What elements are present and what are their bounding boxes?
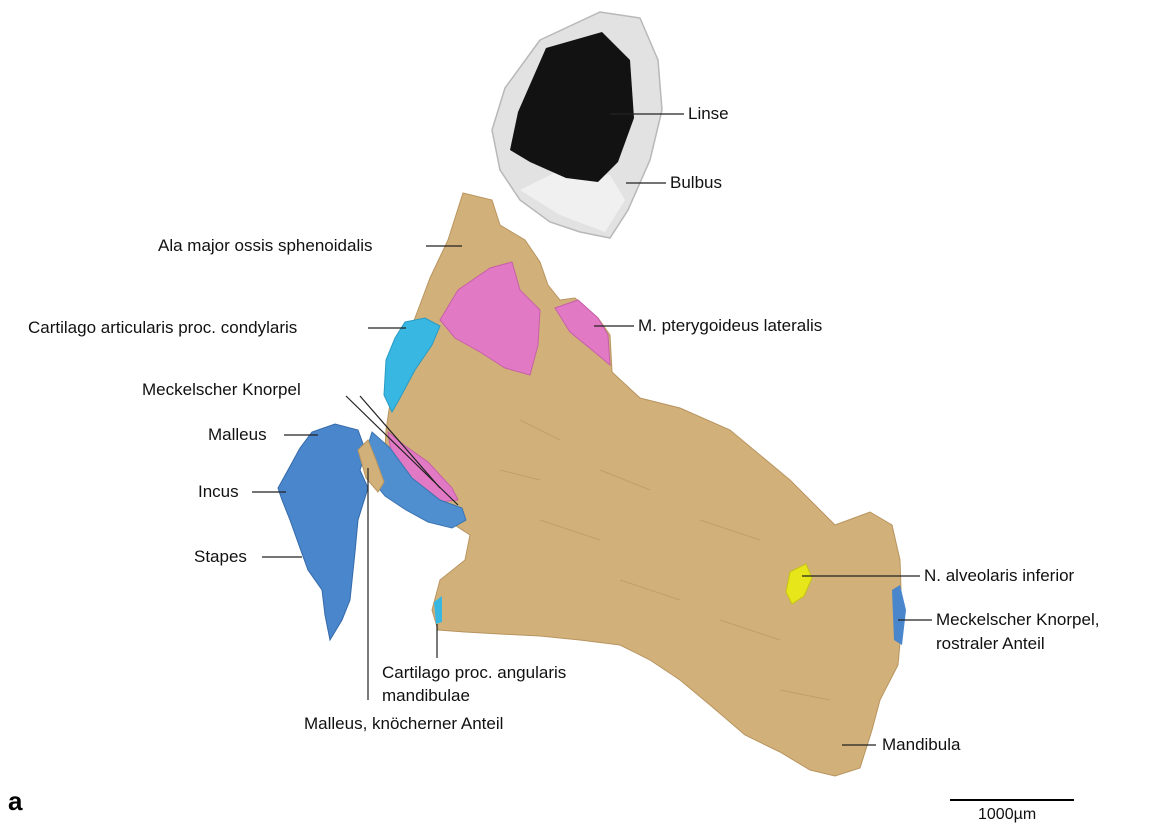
label-incus: Incus — [198, 482, 239, 502]
label-cartilago-articularis: Cartilago articularis proc. condylaris — [28, 318, 297, 338]
label-m-pterygoideus: M. pterygoideus lateralis — [638, 316, 822, 336]
label-meckel-rostral-2: rostraler Anteil — [936, 634, 1045, 654]
malleus-incus-shape — [278, 424, 368, 640]
panel-letter: a — [8, 786, 22, 817]
meckel-rostral-shape — [892, 585, 906, 645]
label-mandibula: Mandibula — [882, 735, 960, 755]
label-meckelscher-knorpel: Meckelscher Knorpel — [142, 380, 301, 400]
label-malleus: Malleus — [208, 425, 267, 445]
label-malleus-knoechern: Malleus, knöcherner Anteil — [304, 714, 503, 734]
label-cartilago-angularis-2: mandibulae — [382, 686, 470, 706]
label-meckel-rostral-1: Meckelscher Knorpel, — [936, 610, 1099, 630]
label-n-alveolaris: N. alveolaris inferior — [924, 566, 1074, 586]
label-linse: Linse — [688, 104, 729, 124]
label-cartilago-angularis-1: Cartilago proc. angularis — [382, 663, 566, 683]
scale-bar-label: 1000µm — [978, 806, 1036, 824]
label-ala-major: Ala major ossis sphenoidalis — [158, 236, 373, 256]
label-bulbus: Bulbus — [670, 173, 722, 193]
label-stapes: Stapes — [194, 547, 247, 567]
